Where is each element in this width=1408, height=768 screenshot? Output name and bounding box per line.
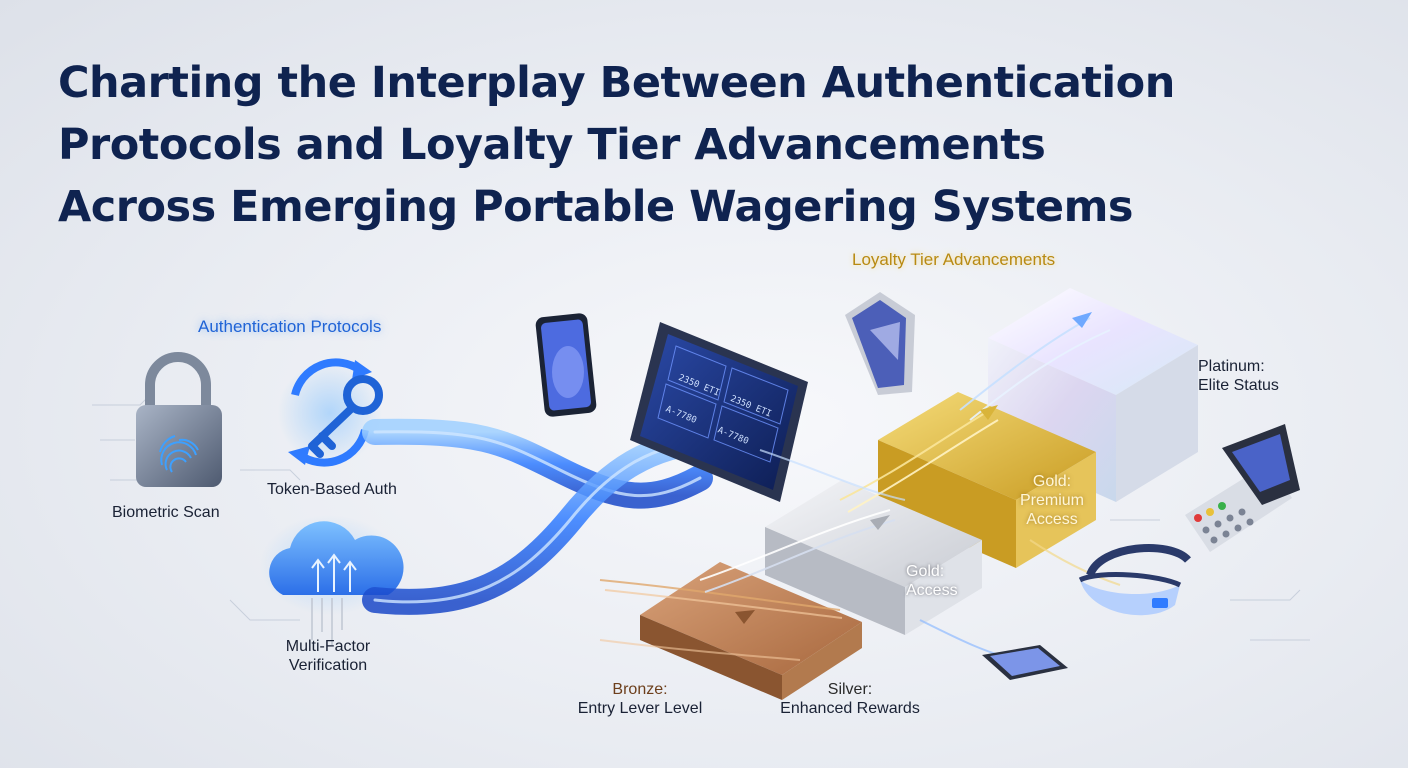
biometric-scan-label: Biometric Scan: [112, 504, 220, 521]
gold-access-name: Gold:: [906, 563, 945, 580]
platinum-tier-block: [988, 288, 1198, 502]
platinum-tier-label: Platinum: Elite Status: [1198, 357, 1279, 395]
padlock-icon: [136, 352, 222, 487]
silver-tier-label: Silver: Enhanced Rewards: [770, 680, 930, 718]
multi-factor-line-1: Multi-Factor: [285, 638, 371, 655]
tablet-cell-1: 2350 ETI: [676, 373, 721, 399]
title-line-3: Across Emerging Portable Wagering System…: [58, 182, 1133, 232]
keypad: [1194, 502, 1254, 544]
tablet-cell-2: 2350 ETI: [728, 393, 773, 420]
cloud-upload-icon: [260, 515, 404, 645]
silver-desc: Enhanced Rewards: [780, 700, 920, 717]
gold-access-desc: Access: [906, 582, 958, 599]
authentication-protocols-heading: Authentication Protocols: [198, 317, 382, 336]
card-terminal-device: [845, 292, 915, 395]
title-line-1: Charting the Interplay Between Authentic…: [58, 58, 1175, 108]
smartphone-device: [535, 313, 597, 417]
gold-premium-label: Gold: Premium Access: [1006, 472, 1098, 529]
gold-premium-desc: Premium: [1019, 492, 1084, 509]
bronze-name: Bronze:: [612, 681, 668, 698]
tablet-cell-3: A-7780: [664, 404, 698, 426]
gold-access-label: Gold: Access: [906, 562, 958, 600]
multi-factor-label: Multi-Factor Verification: [268, 637, 388, 675]
vr-headset-device: [1078, 544, 1191, 616]
tablet-device: [630, 322, 808, 502]
multi-factor-line-2: Verification: [288, 657, 368, 674]
authentication-flow-tubes: [362, 418, 723, 615]
gold-premium-name: Gold:: [1032, 473, 1072, 490]
platinum-name: Platinum:: [1198, 358, 1265, 375]
progress-arrow-icons: [735, 312, 1160, 624]
page-title: Charting the Interplay Between Authentic…: [58, 52, 1358, 238]
platinum-desc: Elite Status: [1198, 377, 1279, 394]
bronze-desc: Entry Lever Level: [577, 700, 703, 717]
title-line-2: Protocols and Loyalty Tier Advancements: [58, 120, 1046, 170]
gold-premium-desc-2: Access: [1026, 511, 1078, 528]
gold-tier-block: [878, 392, 1096, 568]
fingerprint-icon: [159, 435, 199, 473]
handheld-device: [982, 645, 1068, 680]
rotating-key-icon: [278, 358, 383, 467]
bronze-tier-label: Bronze: Entry Lever Level: [560, 680, 720, 718]
token-based-auth-label: Token-Based Auth: [267, 481, 397, 498]
silver-name: Silver:: [827, 681, 873, 698]
tier-progression-streams: [599, 317, 1121, 661]
pos-terminal-device: [1185, 424, 1300, 552]
loyalty-tier-heading: Loyalty Tier Advancements: [852, 250, 1056, 269]
tablet-cell-4: A-7780: [715, 425, 750, 447]
